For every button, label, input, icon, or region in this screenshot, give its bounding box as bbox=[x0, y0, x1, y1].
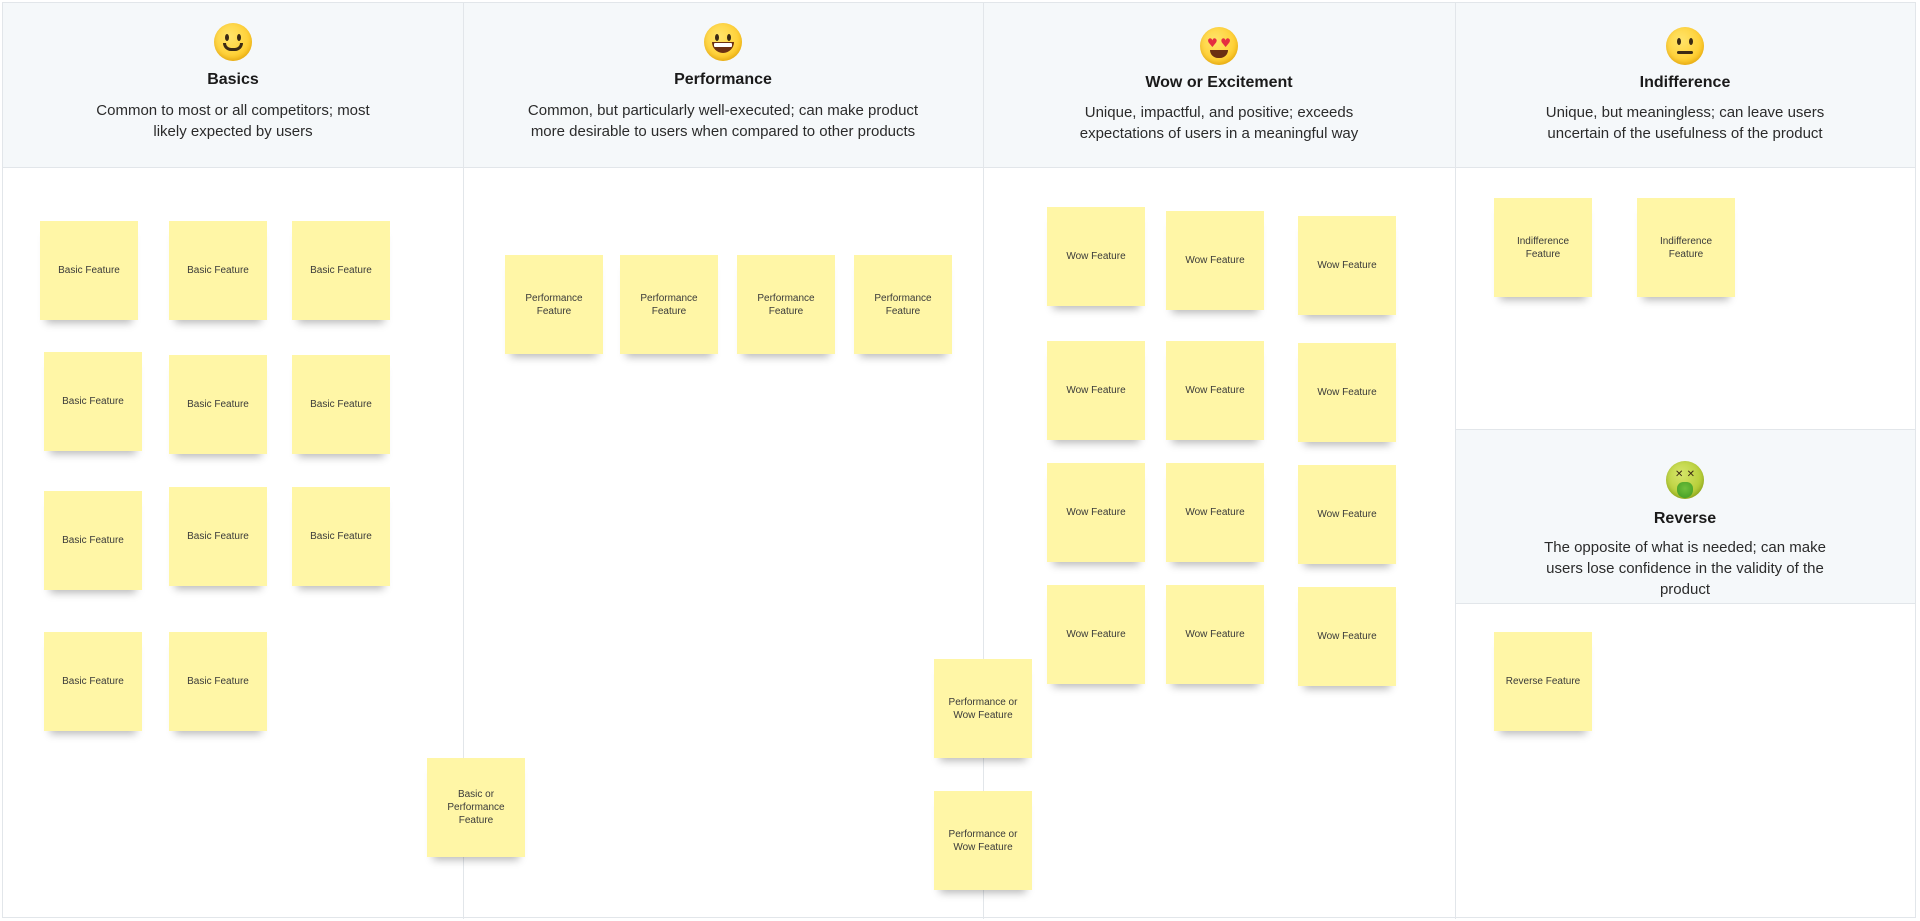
sticky-note[interactable]: Wow Feature bbox=[1047, 207, 1145, 306]
sticky-note[interactable]: Basic Feature bbox=[44, 632, 142, 731]
column-title: Wow or Excitement bbox=[1145, 74, 1293, 91]
sticky-note[interactable]: Performance Feature bbox=[854, 255, 952, 354]
sticky-note[interactable]: Basic or Performance Feature bbox=[427, 758, 525, 857]
sticky-note[interactable]: Wow Feature bbox=[1166, 341, 1264, 440]
header-reverse: ✕✕ Reverse The opposite of what is neede… bbox=[1455, 429, 1915, 604]
column-title: Basics bbox=[207, 71, 259, 88]
header-wow: ♥♥ Wow or Excitement Unique, impactful, … bbox=[983, 3, 1455, 168]
column-title: Reverse bbox=[1653, 510, 1717, 527]
sticky-note[interactable]: Wow Feature bbox=[1166, 585, 1264, 684]
neutral-face-icon bbox=[1666, 27, 1704, 65]
sticky-note[interactable]: Wow Feature bbox=[1047, 585, 1145, 684]
sticky-note[interactable]: Indifference Feature bbox=[1494, 198, 1592, 297]
header-performance: Performance Common, but particularly wel… bbox=[463, 3, 983, 168]
column-description: The opposite of what is needed; can make… bbox=[1544, 539, 1826, 598]
sticky-note[interactable]: Basic Feature bbox=[40, 221, 138, 320]
heart-eyes-face-icon: ♥♥ bbox=[1200, 27, 1238, 65]
sticky-note[interactable]: Wow Feature bbox=[1047, 341, 1145, 440]
column-title: Indifference bbox=[1639, 74, 1731, 91]
column-description: Unique, but meaningless; can leave users… bbox=[1545, 104, 1825, 142]
sticky-note[interactable]: Performance or Wow Feature bbox=[934, 791, 1032, 890]
column-divider bbox=[983, 3, 984, 919]
header-indifference: Indifference Unique, but meaningless; ca… bbox=[1455, 3, 1915, 168]
sticky-note[interactable]: Performance or Wow Feature bbox=[934, 659, 1032, 758]
sticky-note[interactable]: Wow Feature bbox=[1298, 216, 1396, 315]
sticky-note[interactable]: Indifference Feature bbox=[1637, 198, 1735, 297]
column-divider bbox=[1455, 3, 1456, 919]
sticky-note[interactable]: Performance Feature bbox=[737, 255, 835, 354]
sticky-note[interactable]: Performance Feature bbox=[620, 255, 718, 354]
sticky-note[interactable]: Basic Feature bbox=[44, 491, 142, 590]
sticky-note[interactable]: Wow Feature bbox=[1298, 587, 1396, 686]
column-description: Common to most or all competitors; most … bbox=[96, 102, 370, 140]
sticky-note[interactable]: Wow Feature bbox=[1166, 211, 1264, 310]
column-description: Common, but particularly well-executed; … bbox=[527, 102, 919, 140]
sticky-note[interactable]: Basic Feature bbox=[292, 487, 390, 586]
header-basics: Basics Common to most or all competitors… bbox=[3, 3, 463, 168]
column-title: Performance bbox=[674, 71, 772, 88]
sticky-note[interactable]: Wow Feature bbox=[1047, 463, 1145, 562]
sticky-note[interactable]: Wow Feature bbox=[1166, 463, 1264, 562]
sticky-note[interactable]: Wow Feature bbox=[1298, 465, 1396, 564]
sticky-note[interactable]: Performance Feature bbox=[505, 255, 603, 354]
sticky-note[interactable]: Wow Feature bbox=[1298, 343, 1396, 442]
sticky-note[interactable]: Basic Feature bbox=[169, 355, 267, 454]
sticky-note[interactable]: Basic Feature bbox=[169, 632, 267, 731]
sticky-note[interactable]: Basic Feature bbox=[292, 355, 390, 454]
sticky-note[interactable]: Basic Feature bbox=[169, 221, 267, 320]
vomiting-face-icon: ✕✕ bbox=[1666, 461, 1704, 499]
sticky-note[interactable]: Basic Feature bbox=[292, 221, 390, 320]
sticky-note[interactable]: Basic Feature bbox=[44, 352, 142, 451]
column-divider bbox=[463, 3, 464, 919]
sticky-note[interactable]: Reverse Feature bbox=[1494, 632, 1592, 731]
column-description: Unique, impactful, and positive; exceeds… bbox=[1079, 104, 1359, 142]
sticky-note[interactable]: Basic Feature bbox=[169, 487, 267, 586]
grinning-face-icon bbox=[704, 23, 742, 61]
slightly-smiling-face-icon bbox=[214, 23, 252, 61]
